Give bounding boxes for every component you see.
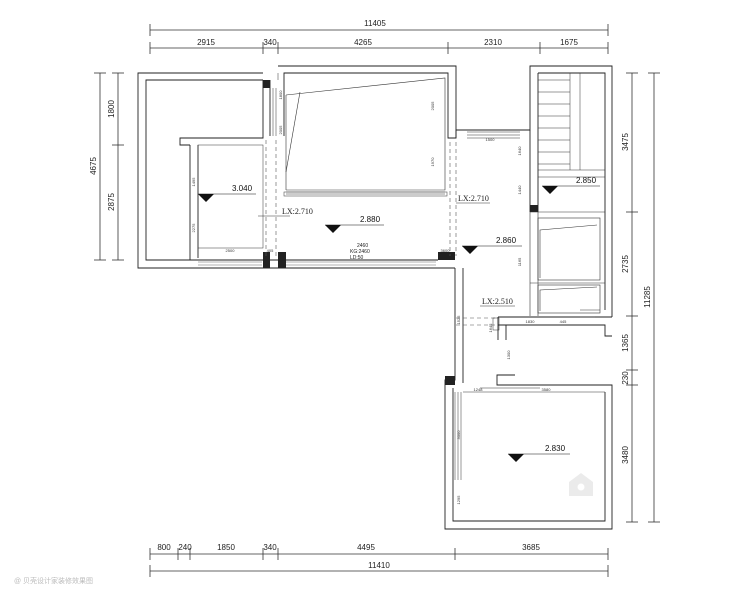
right-seg-2: 2735 [621,255,630,273]
small-dim-bottom-b: 405 [267,248,274,253]
bottom-seg-1: 800 [157,543,171,552]
bottom-seg-4: 340 [263,543,277,552]
bottom-seg-2: 240 [178,543,192,552]
level-marker-lines [198,185,600,455]
small-dim-lower-b: 445 [560,319,567,324]
small-dim-lower-c: 1248 [474,387,484,392]
window-kg-note: KG:2460 [350,249,370,255]
level-marker-lower [508,454,524,462]
level-bedroom: 3.040 [232,184,253,193]
small-dim-lower-e: 3000 [456,430,461,440]
corridor-details [480,309,600,389]
window-upper-left [269,73,279,136]
small-dim-lower-g: 1525 [456,315,461,325]
top-seg-2: 340 [263,38,277,47]
bottom-seg-3: 1850 [217,543,235,552]
top-seg-1: 2915 [197,38,215,47]
small-dim-mid-right: 1645 [488,323,493,333]
wall-pillars [263,80,538,385]
top-total-dim: 11405 [364,19,386,28]
top-seg-4: 2310 [484,38,502,47]
small-dim-left-low: 2275 [191,223,196,233]
small-dim-upper-right2: 1970 [430,157,435,167]
bottom-seg-6: 3685 [522,543,540,552]
watermark-logo [569,473,593,496]
small-dim-upper-right: 2005 [430,101,435,111]
level-lower: 2.830 [545,444,566,453]
lower-room-inner [454,391,605,480]
left-seg-2: 2875 [107,193,116,211]
top-dimensions [149,24,609,54]
small-dim-bottom-a: 2500 [226,248,236,253]
small-dim-corner-b: 1165 [517,257,522,266]
right-dimensions [626,72,660,523]
right-seg-4: 230 [621,371,630,385]
small-dim-lower-f: 1295 [456,495,461,505]
right-seg-1: 3475 [621,133,630,151]
bottom-total-dim: 11410 [368,561,390,570]
small-dimensions: 1800 2005 2005 1970 1500 1640 1495 2275 … [191,90,567,505]
top-seg-3: 4265 [354,38,372,47]
level-corridor: 2.860 [496,236,517,245]
walls [137,65,613,530]
watermark-text: @ 贝壳设计家装修效果图 [14,576,93,585]
level-marker-bedroom [198,194,214,202]
right-seg-5: 3480 [621,446,630,464]
small-dim-lower-a: 1830 [526,319,536,324]
small-dim-corner-a: 1440 [517,185,522,195]
bottom-dimensions [149,548,609,577]
level-stair: 2.850 [576,176,597,185]
left-dimensions [94,72,124,261]
level-marker-living [325,225,341,233]
left-seg-1: 1800 [107,100,116,118]
small-dim-bottom-c: 3600 [441,248,451,253]
small-dim-win-top: 1500 [486,137,496,142]
window-ld-note: LD:50 [350,255,364,261]
level-marker-corridor [462,246,478,254]
small-dim-mid-right2: 1300 [506,350,511,360]
level-markers [198,186,558,462]
bay-window-niche [283,77,448,197]
beam-label-3: LX:2.510 [482,297,513,306]
staircase [538,73,605,178]
window-corridor-top [467,131,520,139]
small-dim-upper-mid: 2005 [278,125,283,135]
small-dim-lower-d: 3580 [542,387,552,392]
right-rooms [529,211,605,316]
beam-label-2: LX:2.710 [458,194,489,203]
window-head-note: 2460 [357,243,368,249]
right-total-dim: 11285 [643,286,652,308]
left-total-dim: 4675 [89,157,98,175]
small-dim-left-upper: 1800 [278,90,283,100]
level-marker-stair [542,186,558,194]
beam-label-1: LX:2.710 [282,207,313,216]
small-dim-left-mid: 1495 [191,177,196,187]
right-seg-3: 1365 [621,334,630,352]
top-seg-5: 1675 [560,38,578,47]
beam-lines [265,140,498,326]
bottom-seg-5: 4495 [357,543,375,552]
small-dim-win-top2: 1640 [517,146,522,156]
level-living: 2.880 [360,215,381,224]
bedroom-inner [197,144,264,249]
